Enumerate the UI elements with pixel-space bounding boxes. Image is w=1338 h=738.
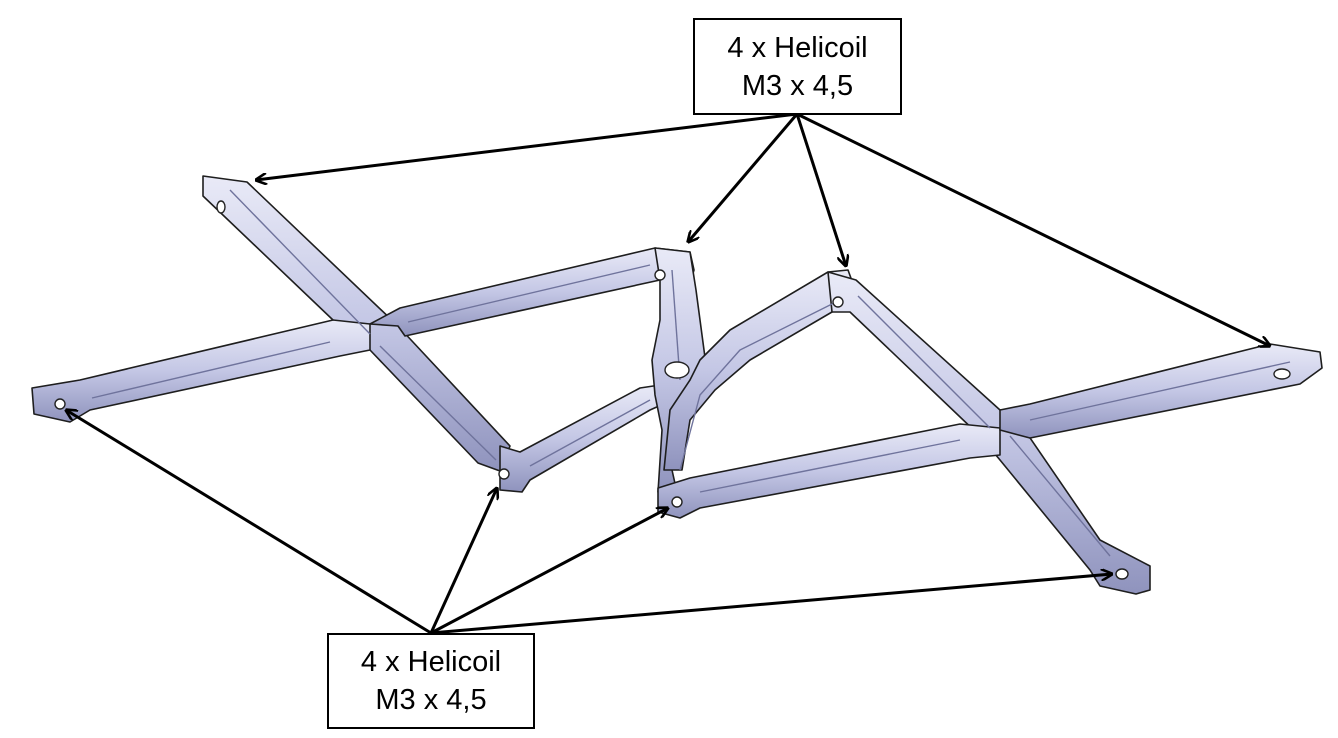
arrow-to-right-tab bbox=[796, 112, 1270, 346]
bottom-callout-line1: 4 x Helicoil bbox=[360, 646, 502, 678]
top-callout-arrows bbox=[256, 112, 1270, 346]
hole-bottom-right-tab bbox=[1115, 568, 1129, 580]
arrow-to-left-frame-lower bbox=[429, 488, 497, 634]
arrow-to-right-frame-apex bbox=[795, 113, 846, 266]
bottom-callout-arrows bbox=[66, 410, 1112, 635]
top-callout-line2: M3 x 4,5 bbox=[741, 69, 854, 102]
top-callout-line1: 4 x Helicoil bbox=[727, 31, 868, 64]
hole-left-tab bbox=[54, 398, 66, 410]
top-helicoil-callout: 4 x Helicoil M3 x 4,5 bbox=[693, 18, 902, 115]
bottom-helicoil-callout: 4 x Helicoil M3 x 4,5 bbox=[327, 633, 535, 729]
hole-right-frame-top bbox=[832, 296, 844, 308]
hole-left-frame-lower bbox=[498, 468, 510, 480]
hole-center bbox=[664, 361, 690, 379]
arrow-to-left-frame-apex bbox=[688, 113, 799, 242]
right-frame-bottom-arm bbox=[657, 423, 1001, 519]
left-horizontal-arm bbox=[31, 319, 371, 423]
hole-right-tab bbox=[1273, 368, 1291, 380]
mounting-holes bbox=[54, 200, 1291, 580]
arrow-to-left-tab bbox=[66, 410, 432, 635]
arrow-to-top-left-tab bbox=[256, 112, 798, 180]
right-frame-curve-arm bbox=[663, 269, 857, 471]
left-frame-lower-arm bbox=[499, 384, 669, 493]
left-frame-top-arm bbox=[369, 247, 695, 337]
arrow-to-bottom-right-tab bbox=[430, 574, 1112, 635]
hole-top-left-tab bbox=[216, 200, 226, 214]
bottom-callout-line2: M3 x 4,5 bbox=[375, 684, 487, 716]
hole-right-frame-lower bbox=[671, 496, 683, 508]
frame-part bbox=[31, 175, 1323, 595]
arrow-to-right-frame-lower bbox=[430, 508, 668, 635]
hole-left-frame-top bbox=[654, 269, 666, 281]
